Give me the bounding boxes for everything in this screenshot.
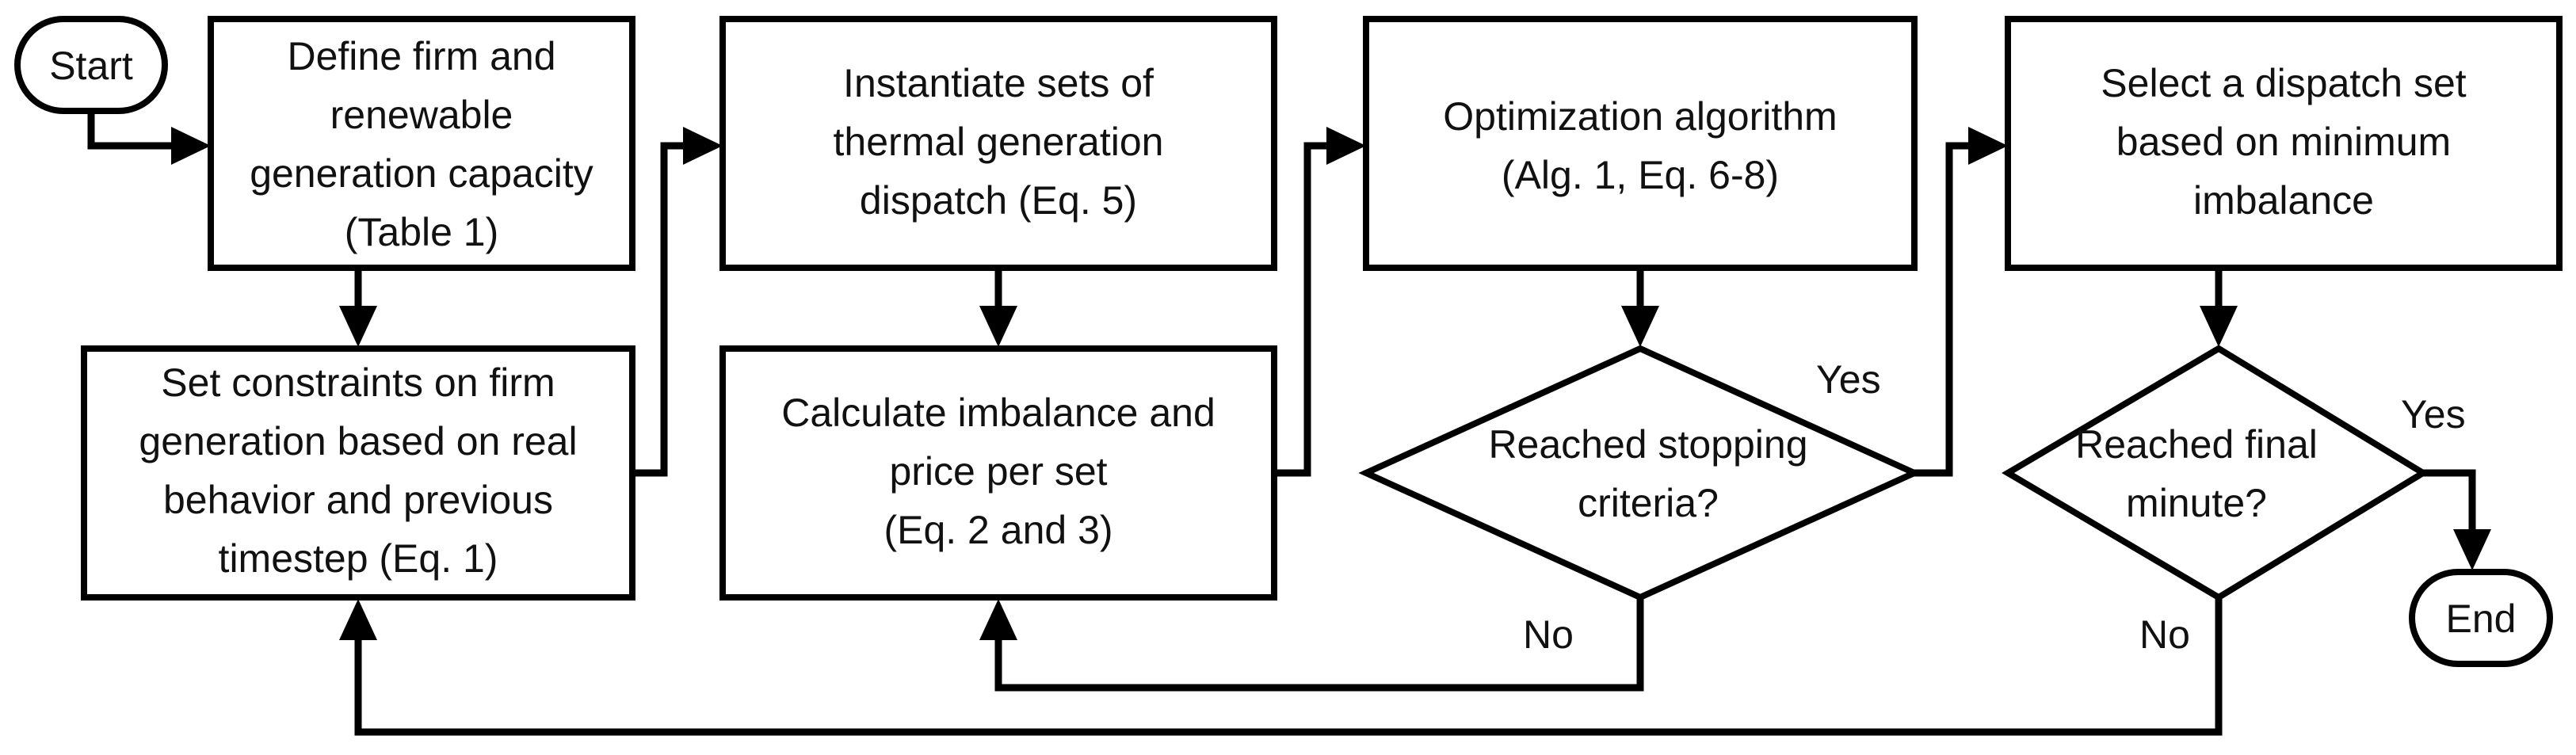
define-to-constraints-arrow	[339, 268, 377, 347]
final-minute-line-1: Reached final	[2075, 422, 2318, 467]
calculate-imbalance-line-3: (Eq. 2 and 3)	[883, 508, 1112, 552]
set-constraints-line-2: generation based on real	[139, 419, 577, 463]
constraints-to-instantiate-arrow	[632, 127, 723, 477]
stopping-no-arrow	[979, 597, 1644, 692]
final-minute-line-2: minute?	[2126, 481, 2267, 525]
optimization-to-stopping-arrow	[1621, 268, 1659, 347]
final-minute-decision: Reached final minute?	[2002, 345, 2429, 601]
define-capacity-line-3: generation capacity	[250, 151, 593, 196]
set-constraints-box: Set constraints on firm generation based…	[81, 345, 635, 601]
select-dispatch-line-1: Select a dispatch set	[2101, 61, 2466, 105]
select-dispatch-line-3: imbalance	[2193, 178, 2374, 223]
calculate-imbalance-line-2: price per set	[889, 449, 1107, 494]
start-to-define-arrow	[87, 111, 211, 165]
instantiate-sets-line-2: thermal generation	[834, 120, 1164, 164]
stopping-criteria-line-2: criteria?	[1578, 481, 1719, 525]
final-yes-arrow	[2423, 469, 2491, 570]
calculate-imbalance-line-1: Calculate imbalance and	[781, 391, 1215, 435]
calculate-to-optimization-arrow	[1274, 127, 1366, 477]
set-constraints-line-1: Set constraints on firm	[161, 360, 555, 405]
define-capacity-box: Define firm and renewable generation cap…	[208, 16, 635, 271]
define-capacity-line-4: (Table 1)	[345, 210, 499, 254]
select-dispatch-box: Select a dispatch set based on minimum i…	[2005, 16, 2563, 271]
define-capacity-line-2: renewable	[330, 93, 513, 137]
final-no-arrow	[339, 597, 2223, 736]
final-no-label: No	[2139, 612, 2190, 657]
instantiate-sets-box: Instantiate sets of thermal generation d…	[719, 16, 1277, 271]
stopping-yes-label: Yes	[1816, 357, 1881, 402]
optimization-box: Optimization algorithm (Alg. 1, Eq. 6-8)	[1363, 16, 1918, 271]
end-label: End	[2446, 597, 2517, 641]
start-label: Start	[49, 44, 133, 88]
start-terminal: Start	[14, 16, 168, 114]
instantiate-to-calculate-arrow	[979, 268, 1017, 347]
optimization-line-1: Optimization algorithm	[1443, 94, 1837, 139]
stopping-criteria-decision: Reached stopping criteria?	[1358, 345, 1922, 601]
instantiate-sets-line-3: dispatch (Eq. 5)	[860, 178, 1137, 223]
set-constraints-line-3: behavior and previous	[163, 478, 553, 522]
stopping-no-label: No	[1523, 612, 1574, 657]
calculate-imbalance-box: Calculate imbalance and price per set (E…	[719, 345, 1277, 601]
optimization-line-2: (Alg. 1, Eq. 6-8)	[1502, 153, 1779, 197]
select-dispatch-line-2: based on minimum	[2116, 120, 2451, 164]
define-capacity-line-1: Define firm and	[287, 34, 555, 78]
final-yes-label: Yes	[2401, 392, 2466, 437]
set-constraints-line-4: timestep (Eq. 1)	[219, 536, 498, 581]
stopping-criteria-line-1: Reached stopping	[1488, 422, 1807, 467]
select-to-final-arrow	[2200, 268, 2238, 347]
instantiate-sets-line-1: Instantiate sets of	[843, 61, 1154, 105]
end-terminal: End	[2409, 569, 2553, 667]
stopping-yes-arrow	[1914, 127, 2008, 477]
